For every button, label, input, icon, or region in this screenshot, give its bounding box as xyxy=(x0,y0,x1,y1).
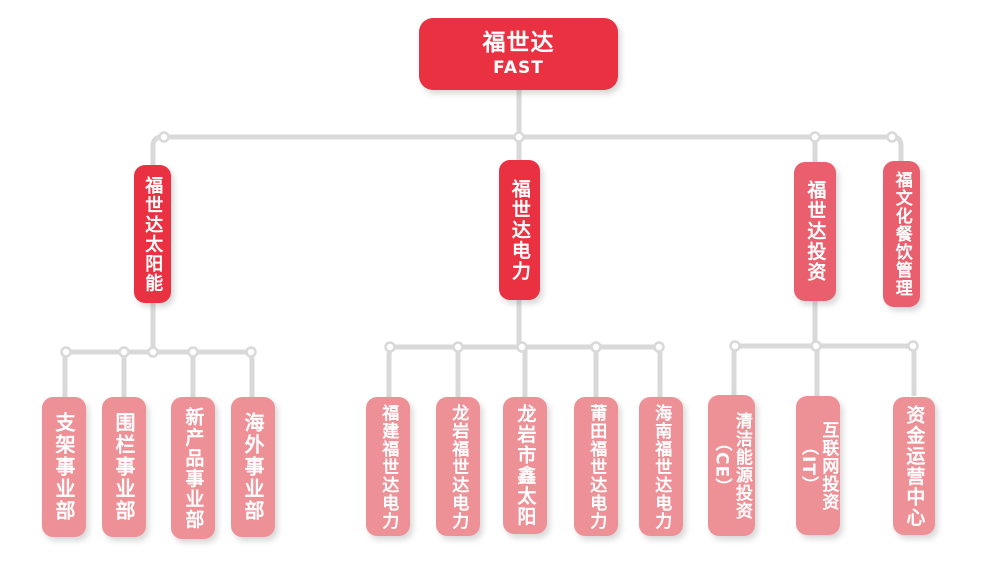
root-node: 福世达 FAST xyxy=(419,18,618,90)
leaf-sublabel: （CE） xyxy=(711,434,732,497)
leaf-node-longyan-xin-solar: 龙岩市鑫太阳 xyxy=(503,397,547,534)
root-title: 福世达 xyxy=(482,30,555,57)
leaf-label: 支架事业部 xyxy=(52,412,76,522)
branch-label: 福世达电力 xyxy=(508,178,531,282)
connector-solar-bar xyxy=(62,349,255,397)
leaf-node-fence-division: 围栏事业部 xyxy=(102,397,146,537)
branch-node-catering-management: 福文化餐饮管理 xyxy=(883,161,920,307)
leaf-label: 龙岩福世达电力 xyxy=(448,403,469,530)
leaf-node-new-product-division: 新产品事业部 xyxy=(171,397,215,539)
connector-investment-bar xyxy=(731,343,917,396)
leaf-node-overseas-division: 海外事业部 xyxy=(231,397,275,537)
connector-junction-rings xyxy=(60,131,919,358)
leaf-node-capital-operation-center: 资金运营中心 xyxy=(893,397,935,535)
leaf-label: 海南福世达电力 xyxy=(651,403,672,530)
leaf-node-bracket-division: 支架事业部 xyxy=(42,397,86,537)
branch-label: 福文化餐饮管理 xyxy=(891,171,912,297)
leaf-label: 资金运营中心 xyxy=(903,404,926,528)
leaf-node-putian-power: 莆田福世达电力 xyxy=(574,397,618,536)
leaf-label: 清洁能源投资 xyxy=(731,411,752,520)
leaf-label: 新产品事业部 xyxy=(182,406,205,530)
leaf-node-hainan-power: 海南福世达电力 xyxy=(639,397,683,536)
leaf-node-longyan-power: 龙岩福世达电力 xyxy=(436,397,480,536)
leaf-sublabel: （IT） xyxy=(798,437,818,494)
branch-label: 福世达太阳能 xyxy=(142,175,164,293)
branch-node-solar: 福世达太阳能 xyxy=(134,165,171,303)
connector-top-bar xyxy=(150,134,904,165)
branch-node-investment: 福世达投资 xyxy=(794,162,836,301)
leaf-label: 海外事业部 xyxy=(241,412,265,522)
leaf-label: 福建福世达电力 xyxy=(378,403,399,530)
leaf-node-clean-energy-investment: 清洁能源投资 （CE） xyxy=(708,395,755,536)
leaf-label: 互联网投资 xyxy=(818,420,839,511)
leaf-label: 围栏事业部 xyxy=(112,412,136,522)
leaf-label: 龙岩市鑫太阳 xyxy=(514,404,537,527)
leaf-node-fujian-power: 福建福世达电力 xyxy=(366,397,410,536)
branch-label: 福世达投资 xyxy=(804,180,827,283)
leaf-node-internet-investment: 互联网投资 （IT） xyxy=(796,396,840,535)
branch-node-electric-power: 福世达电力 xyxy=(499,160,540,300)
leaf-label: 莆田福世达电力 xyxy=(586,403,607,530)
root-subtitle: FAST xyxy=(493,58,544,79)
